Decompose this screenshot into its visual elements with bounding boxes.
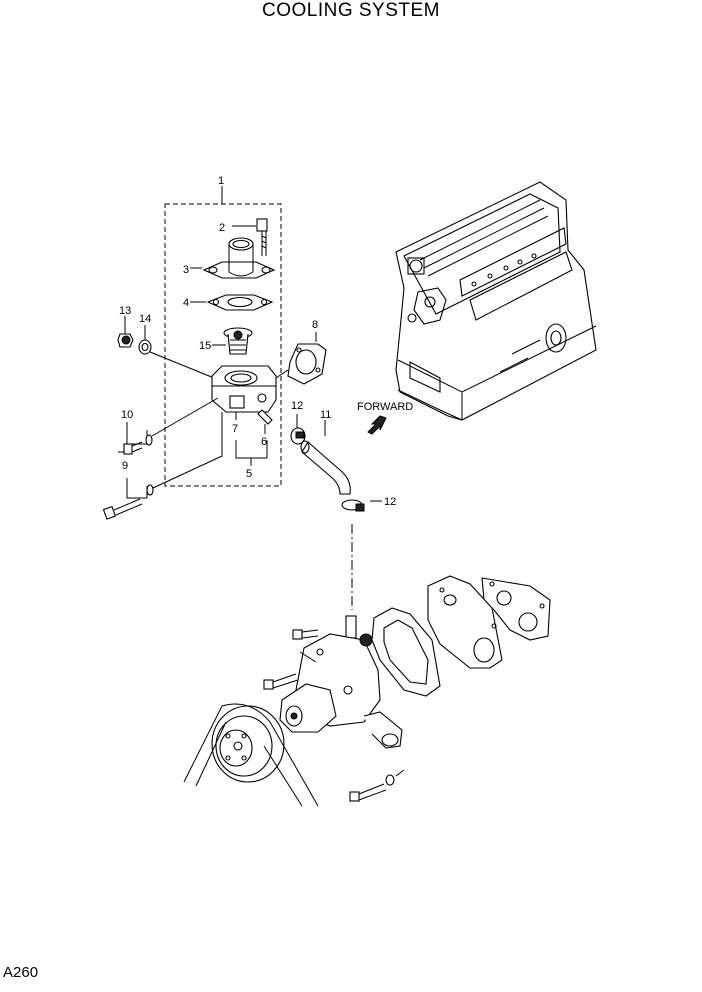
- callout-6: 6: [261, 436, 267, 448]
- bypass-pipe: [257, 409, 273, 434]
- callout-12-upper: 12: [291, 400, 303, 412]
- callout-15: 15: [199, 340, 211, 352]
- callout-3: 3: [183, 264, 189, 276]
- thermostat-housing: [211, 365, 277, 413]
- callout-1: 1: [218, 175, 224, 187]
- callout-10: 10: [121, 409, 133, 421]
- leader-8: [275, 369, 289, 379]
- engine-block: [395, 181, 597, 421]
- callout-9: 9: [122, 460, 128, 472]
- housing-bolt-long: [102, 478, 154, 520]
- page-title: COOLING SYSTEM: [261, 0, 441, 21]
- thermostat: [212, 327, 253, 355]
- leader-9: [152, 412, 223, 489]
- callout-5: 5: [246, 468, 252, 480]
- water-pump: [279, 615, 403, 749]
- forward-arrow-icon: [367, 415, 387, 435]
- radiator-hose: [300, 420, 351, 495]
- pump-bolt-upper: [292, 629, 319, 640]
- hose-clamp-upper: [290, 414, 306, 445]
- callout-13: 13: [119, 305, 131, 317]
- plug-washer: [138, 325, 152, 355]
- housing-bolt-short: [118, 422, 153, 455]
- leader-13-14: [149, 351, 215, 379]
- hose-clamp-lower: [341, 499, 382, 512]
- water-outlet-fitting: [190, 237, 276, 279]
- page-code: A260: [3, 964, 39, 981]
- pump-bolt-middle: [263, 673, 299, 690]
- thermostat-bolt: [232, 218, 268, 256]
- callout-8: 8: [312, 319, 318, 331]
- callout-14: 14: [139, 313, 151, 325]
- leader-5: [235, 440, 268, 466]
- outlet-gasket: [190, 294, 274, 311]
- pump-pulley: [211, 705, 285, 783]
- housing-gasket: [287, 332, 327, 385]
- callout-2: 2: [219, 222, 225, 234]
- callout-12-lower: 12: [384, 496, 396, 508]
- pump-bolt-lower: [349, 769, 405, 802]
- pump-nut-leader: [299, 651, 317, 663]
- pump-gasket: [371, 607, 441, 697]
- drain-plug: [117, 316, 134, 348]
- callout-4: 4: [183, 297, 189, 309]
- pump-cover-plate: [427, 575, 503, 669]
- assembly-group-box: [164, 203, 282, 487]
- callout-11: 11: [320, 409, 331, 421]
- direction-label: FORWARD: [357, 401, 413, 413]
- leader-10: [151, 397, 219, 437]
- drive-belt: [183, 703, 319, 807]
- callout-7: 7: [232, 423, 238, 435]
